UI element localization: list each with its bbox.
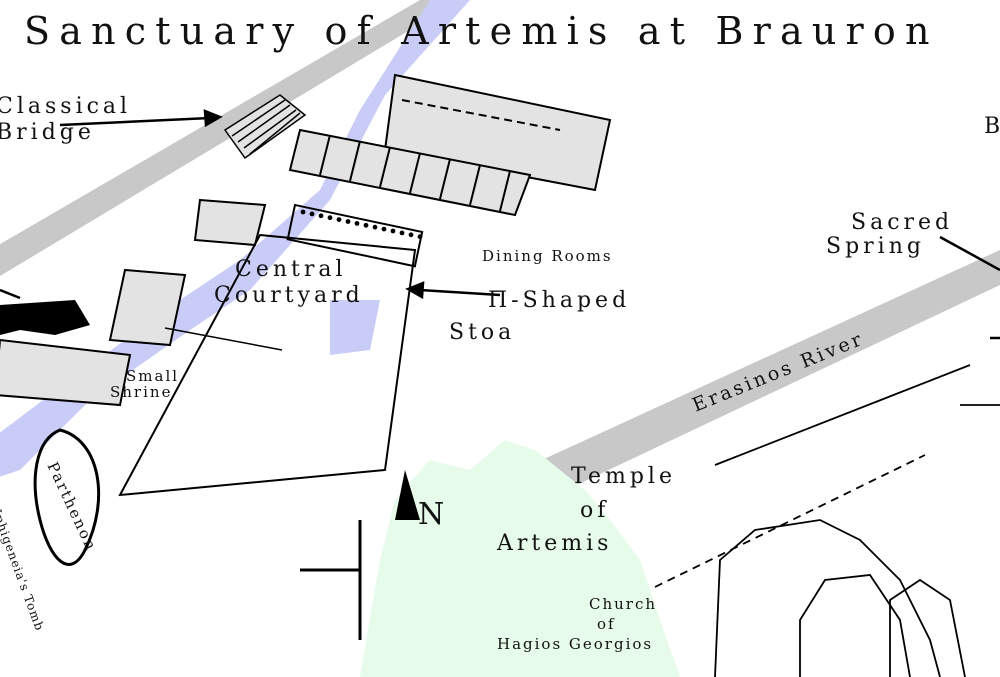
- column-dot: [354, 221, 360, 226]
- classical-bridge-label-2: Bridge: [0, 120, 95, 145]
- church-label-3: Hagios Georgios: [497, 635, 654, 653]
- edge-label-b: B: [984, 114, 1000, 139]
- sacred-spring-label-1: Sacred: [851, 210, 954, 235]
- central-courtyard-label-2: Courtyard: [214, 283, 364, 308]
- column-dot: [300, 209, 306, 215]
- sacred-spring-label-2: Spring: [826, 234, 925, 259]
- column-dot: [390, 228, 396, 234]
- column-dot: [408, 232, 414, 238]
- map-title: Sanctuary of Artemis at Brauron: [24, 9, 939, 53]
- classical-bridge-label-1: Classical: [0, 94, 132, 119]
- small-shrine: [0, 300, 90, 335]
- stoa-label-1: Π-Shaped: [488, 288, 631, 313]
- north-label: N: [418, 497, 449, 532]
- north-arrow-icon: [300, 470, 420, 640]
- classical-bridge: [223, 94, 307, 160]
- stoa-west: [0, 198, 267, 407]
- stoa-label-2: Stoa: [449, 320, 516, 345]
- column-dot: [336, 217, 342, 223]
- pointer-arrows: [0, 109, 1000, 340]
- central-courtyard-label-1: Central: [235, 257, 347, 282]
- temple-label-1: Temple: [571, 464, 676, 489]
- hill-contours: [33, 428, 101, 566]
- column-dot: [363, 222, 369, 228]
- stoa-north: [288, 73, 612, 217]
- church-label-2: of: [597, 615, 616, 633]
- column-dot: [372, 224, 378, 230]
- temple-lines: [654, 364, 1000, 677]
- column-dot: [417, 234, 423, 240]
- column-dot: [309, 211, 315, 217]
- courtyard-divider: [164, 327, 283, 351]
- small-shrine-label-1: Small: [126, 367, 180, 385]
- river-band-east: [520, 250, 1000, 500]
- small-shrine-label-2: Shrine: [110, 383, 173, 401]
- colonnade: [286, 203, 424, 268]
- dining-rooms-label: Dining Rooms: [482, 247, 613, 265]
- church-label-1: Church: [589, 595, 658, 613]
- column-dot: [327, 215, 333, 221]
- temple-label-2: of: [580, 498, 610, 523]
- hill: [360, 440, 680, 677]
- temple-label-3: Artemis: [497, 531, 613, 556]
- column-dot: [381, 226, 387, 232]
- water-pool: [330, 300, 380, 355]
- column-dot: [399, 230, 405, 236]
- courtyard-outline: [118, 233, 417, 497]
- column-dot: [345, 219, 351, 224]
- column-dot: [318, 213, 324, 219]
